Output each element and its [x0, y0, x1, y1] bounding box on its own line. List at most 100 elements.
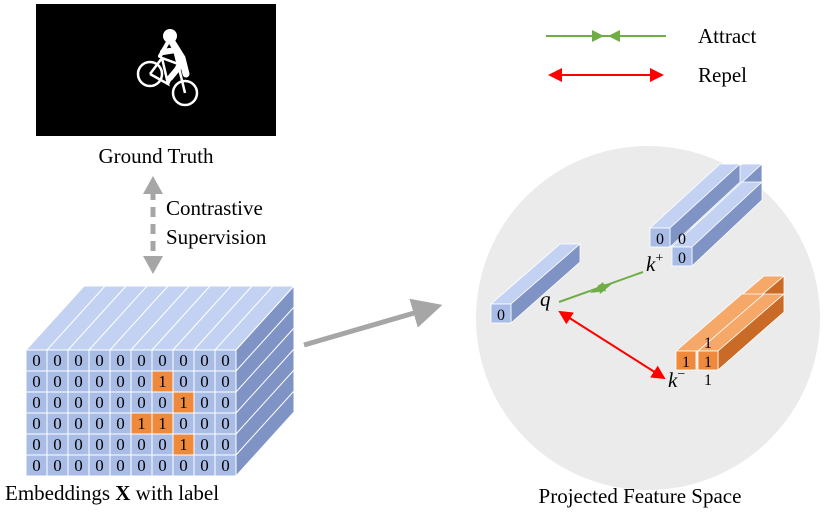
grid-cell-value: 1	[179, 435, 188, 454]
grid-cell-value: 0	[221, 393, 230, 412]
grid-cell-value: 0	[95, 372, 104, 391]
grid-cell-value: 0	[53, 372, 62, 391]
top-depth-line	[172, 285, 232, 351]
legend-attract-label: Attract	[698, 24, 756, 48]
top-depth-line	[193, 285, 253, 351]
grid-cell-value: 0	[158, 393, 167, 412]
grid-cell-value: 1	[179, 393, 188, 412]
grid-cell-value: 0	[95, 393, 104, 412]
negative-key-label: k−	[668, 367, 685, 392]
legend-repel-label: Repel	[698, 63, 747, 87]
side-depth-line	[235, 306, 295, 372]
feature-space-caption: Projected Feature Space	[539, 484, 742, 508]
negative-key-bars: 1 1 1 1	[674, 275, 786, 389]
grid-cell-value: 0	[32, 372, 41, 391]
grid-cell-value: 0	[158, 435, 167, 454]
up-arrowhead-icon	[143, 176, 163, 194]
grid-cell-value: 0	[32, 435, 41, 454]
grid-cell-value: 0	[53, 456, 62, 475]
grid-cell-value: 0	[53, 414, 62, 433]
projection-arrow	[303, 298, 443, 348]
grid-cell-value: 0	[179, 372, 188, 391]
grid-cell-value: 0	[179, 414, 188, 433]
grid-cell-value: 0	[200, 435, 209, 454]
grid-cell-value: 0	[74, 456, 83, 475]
grid-cell-value: 0	[200, 456, 209, 475]
grid-cell-value: 0	[137, 372, 146, 391]
embeddings-caption: Embeddings X with label	[5, 481, 219, 505]
top-depth-line	[130, 285, 190, 351]
legend: Attract Repel	[546, 24, 756, 87]
side-depth-line	[235, 369, 295, 435]
grid-cell-value: 0	[32, 456, 41, 475]
top-depth-line	[67, 285, 127, 351]
grid-cell-value: 0	[221, 414, 230, 433]
grid-cell-value: 0	[74, 351, 83, 370]
grid-cell-value: 0	[116, 393, 125, 412]
top-depth-line	[109, 285, 169, 351]
grid-cell	[214, 454, 237, 477]
positive-value-2: 0	[678, 231, 686, 248]
bmx-rider-silhouette	[136, 29, 199, 107]
grid-cell-value: 0	[221, 435, 230, 454]
grid-cell-value: 0	[200, 414, 209, 433]
grid-cell-value: 0	[200, 351, 209, 370]
grid-cell-value: 0	[74, 414, 83, 433]
grid-cell-value: 0	[32, 393, 41, 412]
side-depth-line	[235, 390, 295, 456]
grid-cell-value: 0	[179, 351, 188, 370]
top-depth-line	[214, 285, 274, 351]
grid-cell-value: 1	[158, 372, 167, 391]
down-arrowhead-icon	[143, 256, 163, 274]
grid-cell-value: 0	[116, 351, 125, 370]
ground-truth-caption: Ground Truth	[99, 144, 214, 168]
top-depth-line	[151, 285, 211, 351]
grid-cell-value: 0	[74, 393, 83, 412]
query-label: q	[540, 287, 551, 311]
grid-cell-value: 0	[53, 351, 62, 370]
grid-cell-value: 0	[179, 456, 188, 475]
ground-truth-mask	[36, 4, 276, 136]
positive-key-bars: 0 0 0	[648, 163, 764, 267]
grid-cell-value: 0	[137, 435, 146, 454]
supervision-label-line2: Supervision	[166, 225, 267, 249]
contrastive-supervision: Contrastive Supervision	[143, 176, 267, 274]
grid-cell-value: 0	[116, 456, 125, 475]
side-depth-line	[235, 348, 295, 414]
cube-side-slices	[235, 306, 295, 456]
grid-cell-value: 0	[200, 372, 209, 391]
grid-cell-value: 0	[158, 351, 167, 370]
side-depth-line	[235, 327, 295, 393]
cube-top-slices	[46, 285, 274, 351]
grid-cell-value: 0	[95, 414, 104, 433]
grid-cell-value: 0	[95, 435, 104, 454]
negative-value-2: 1	[682, 354, 690, 371]
positive-value-1: 0	[656, 231, 664, 248]
grid-cell-value: 0	[137, 393, 146, 412]
top-depth-line	[46, 285, 106, 351]
grid-cell-value: 0	[95, 456, 104, 475]
grid-cell-value: 0	[116, 372, 125, 391]
top-depth-line	[88, 285, 148, 351]
grid-cell-value: 1	[137, 414, 146, 433]
query-bar: 0	[489, 243, 582, 324]
grid-cell-value: 0	[53, 435, 62, 454]
positive-key-label: k+	[646, 251, 663, 276]
attract-arrow	[558, 271, 644, 303]
grid-cell-value: 0	[32, 351, 41, 370]
repel-arrow	[558, 310, 666, 380]
grid-cell-value: 0	[116, 414, 125, 433]
feature-space: 0 q 0 0 0 k+ 1	[476, 146, 820, 508]
legend-attract-symbol	[546, 30, 666, 42]
query-value: 0	[497, 307, 505, 324]
grid-cell-value: 0	[74, 372, 83, 391]
negative-value-1: 1	[704, 335, 712, 352]
grid-cell-value: 0	[32, 414, 41, 433]
positive-value-3: 0	[678, 250, 686, 267]
grid-cell-value: 1	[158, 414, 167, 433]
grid-cell-value: 0	[137, 456, 146, 475]
grid-cell-value: 0	[200, 393, 209, 412]
grid-cell-value: 0	[221, 372, 230, 391]
